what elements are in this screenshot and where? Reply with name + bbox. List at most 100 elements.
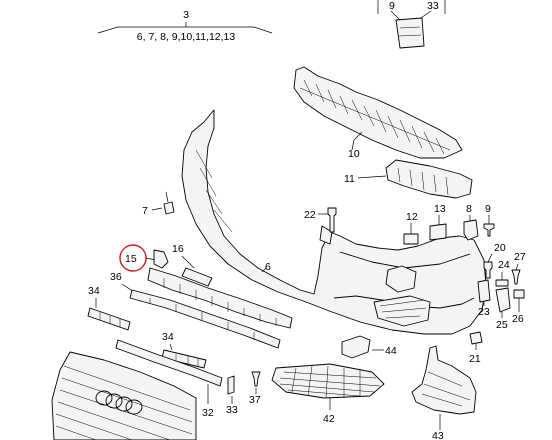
callout-3: 3 bbox=[183, 9, 189, 21]
callout-33-top: 33 bbox=[427, 0, 439, 12]
callout-15: 15 bbox=[125, 253, 137, 265]
callout-3-parts-list: 6, 7, 8, 9,10,11,12,13 bbox=[137, 31, 236, 43]
part-radiator-grille[interactable] bbox=[51, 351, 197, 440]
callout-25: 25 bbox=[496, 319, 508, 331]
nut-26-body bbox=[513, 289, 525, 299]
clip-7-pin bbox=[165, 191, 169, 203]
callout-42: 42 bbox=[323, 413, 335, 425]
box-frame bbox=[377, 0, 446, 14]
leader-6 bbox=[261, 267, 267, 273]
clip-13-body bbox=[429, 223, 447, 241]
callout-9: 9 bbox=[485, 203, 491, 215]
part-12-nut[interactable]: 12 bbox=[403, 211, 419, 245]
part-8-bracket[interactable]: 8 bbox=[463, 203, 479, 241]
cover-44-body bbox=[341, 335, 371, 359]
strip-34-left-teeth bbox=[99, 312, 121, 327]
bolt-22-body bbox=[327, 207, 337, 233]
panel-43-ribs bbox=[421, 371, 471, 407]
part-26-nut[interactable]: 26 bbox=[512, 289, 525, 325]
part-15-bracket[interactable]: 15 bbox=[119, 244, 169, 272]
part-11-bracket[interactable]: 11 bbox=[344, 159, 473, 199]
callout-8: 8 bbox=[466, 203, 472, 215]
leader-10 bbox=[351, 131, 363, 151]
bracket-25-body bbox=[495, 287, 511, 313]
clip-21-body bbox=[469, 331, 483, 345]
leader-34-center bbox=[169, 343, 173, 351]
mount-16-body bbox=[181, 267, 213, 287]
part-32-chrome-strip[interactable]: 32 bbox=[115, 339, 223, 419]
strip-36-ribs bbox=[149, 298, 255, 340]
strip-34-left-body bbox=[87, 307, 131, 331]
callout-43: 43 bbox=[432, 430, 444, 440]
callout-7: 7 bbox=[142, 205, 148, 217]
part-lower-spoiler[interactable] bbox=[147, 267, 293, 329]
support-ribs bbox=[303, 79, 445, 155]
grille-frame bbox=[51, 351, 197, 440]
bumper-grille-opening bbox=[373, 295, 431, 327]
callout-26: 26 bbox=[512, 313, 524, 325]
panel-43-body bbox=[411, 345, 477, 415]
spoiler-upper-ribs bbox=[163, 278, 277, 326]
part-16-spoiler-mount[interactable]: 16 bbox=[172, 243, 213, 287]
bracket-8-body bbox=[463, 219, 479, 241]
support-edge bbox=[299, 87, 451, 151]
part-10-support[interactable]: 10 bbox=[293, 66, 463, 160]
part-34-left-strip[interactable]: 34 bbox=[87, 285, 131, 331]
screw-27-body bbox=[511, 269, 521, 285]
callout-group-3[interactable]: 3 6, 7, 8, 9,10,11,12,13 bbox=[97, 9, 273, 43]
bracket-body bbox=[385, 159, 473, 199]
grille-bars bbox=[55, 365, 193, 440]
callout-44: 44 bbox=[385, 345, 397, 357]
part-44-cover[interactable]: 44 bbox=[341, 335, 397, 359]
callout-20: 20 bbox=[494, 242, 506, 254]
part-33-clip[interactable]: 33 bbox=[226, 375, 238, 416]
part-37-screw[interactable]: 37 bbox=[249, 371, 261, 406]
leader-7 bbox=[151, 207, 163, 211]
callout-12: 12 bbox=[406, 211, 418, 223]
part-20-bolt[interactable]: 20 bbox=[483, 242, 506, 279]
callout-21: 21 bbox=[469, 353, 481, 365]
bolt-20-body bbox=[483, 261, 493, 279]
callout-13: 13 bbox=[434, 203, 446, 215]
part-9-screw[interactable]: 9 bbox=[483, 203, 495, 237]
part-13-clip[interactable]: 13 bbox=[429, 203, 447, 241]
callout-36: 36 bbox=[110, 271, 122, 283]
callout-16: 16 bbox=[172, 243, 184, 255]
strip-34-center-body bbox=[161, 349, 207, 369]
bumper-fog-opening bbox=[385, 265, 417, 293]
callout-10: 10 bbox=[348, 148, 360, 160]
part-22-bolt[interactable]: 22 bbox=[304, 207, 337, 233]
grille-42-mesh bbox=[279, 365, 381, 399]
bumper-flange-ribs bbox=[195, 149, 233, 233]
nut-24-body bbox=[495, 279, 509, 287]
part-7-clip[interactable]: 7 bbox=[142, 191, 175, 217]
part-6-bumper-cover[interactable]: 6 bbox=[181, 109, 487, 335]
screw-37-body bbox=[251, 371, 261, 387]
parts-bag-icon bbox=[395, 17, 425, 49]
detail-box-9-33[interactable]: 9 33 bbox=[377, 0, 446, 49]
strip-36-body bbox=[129, 289, 281, 349]
part-36-trim-strip[interactable]: 36 bbox=[110, 271, 281, 349]
callout-33: 33 bbox=[226, 404, 238, 416]
part-27-screw[interactable]: 27 bbox=[511, 251, 526, 285]
part-34-center-strip[interactable]: 34 bbox=[161, 331, 207, 369]
leader-27 bbox=[515, 263, 519, 271]
part-24-nut[interactable]: 24 bbox=[495, 259, 510, 287]
strip-32-body bbox=[115, 339, 223, 387]
screw-9-body bbox=[483, 223, 495, 237]
part-23-clip[interactable]: 23 bbox=[477, 279, 491, 318]
callout-24: 24 bbox=[498, 259, 510, 271]
callout-34-left: 34 bbox=[88, 285, 100, 297]
clip-7-body bbox=[163, 201, 175, 215]
callout-6: 6 bbox=[265, 261, 271, 273]
callout-27: 27 bbox=[514, 251, 526, 263]
part-43-panel[interactable]: 43 bbox=[411, 345, 477, 440]
part-42-lower-grille[interactable]: 42 bbox=[271, 363, 385, 425]
callout-37: 37 bbox=[249, 394, 261, 406]
bumper-grille-slats bbox=[379, 299, 427, 319]
part-25-bracket[interactable]: 25 bbox=[495, 287, 511, 331]
callout-32: 32 bbox=[202, 407, 214, 419]
spoiler-upper-body bbox=[147, 267, 293, 329]
part-21-clip[interactable]: 21 bbox=[469, 331, 483, 365]
